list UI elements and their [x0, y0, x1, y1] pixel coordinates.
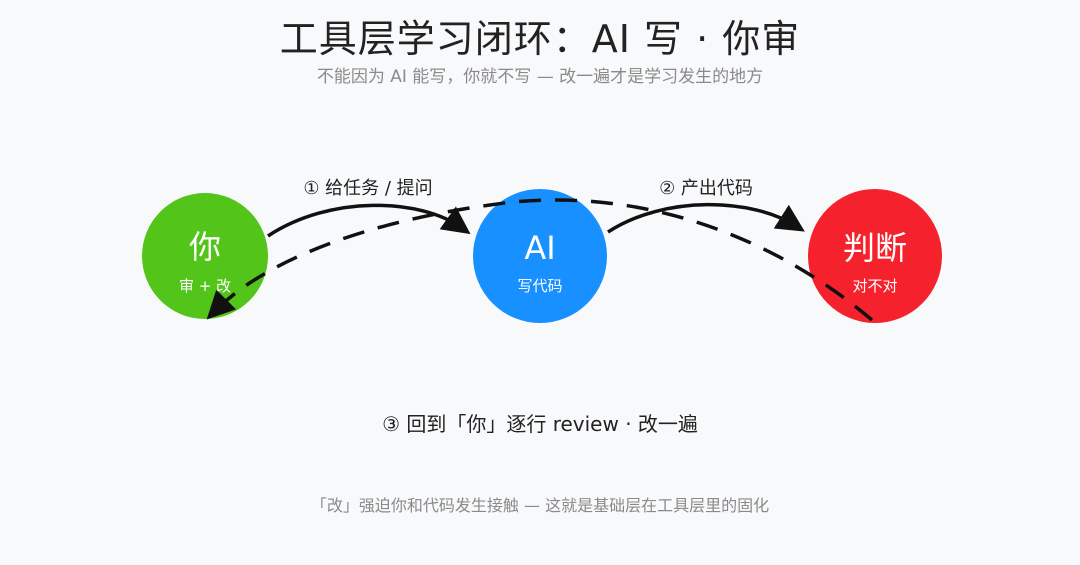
footer-note: 「改」强迫你和代码发生接触 — 这就是基础层在工具层里的固化 [310, 496, 770, 515]
node-ai-title: AI [524, 229, 555, 267]
node-ai-circle [473, 189, 607, 323]
node-ai-subtitle: 写代码 [517, 277, 562, 295]
page-title: 工具层学习闭环：AI 写 · 你审 [279, 17, 801, 61]
page-subtitle: 不能因为 AI 能写，你就不写 — 改一遍才是学习发生的地方 [316, 67, 764, 87]
step2-label: ② 产出代码 [659, 178, 753, 199]
node-you-title: 你 [189, 228, 221, 266]
node-judge-subtitle: 对不对 [852, 277, 897, 295]
step1-label: ① 给任务 / 提问 [303, 178, 432, 199]
node-you: 你 审 + 改 [142, 193, 268, 319]
node-judge-circle [808, 189, 942, 323]
node-ai: AI 写代码 [473, 189, 607, 323]
node-you-circle [142, 193, 268, 319]
arrow-ai-to-judge [607, 202, 805, 234]
step3-label: ③ 回到「你」逐行 review · 改一遍 [382, 412, 698, 436]
arrow-return-to-you [206, 198, 874, 322]
node-you-subtitle: 审 + 改 [179, 277, 231, 295]
node-judge-title: 判断 [843, 229, 907, 267]
node-judge: 判断 对不对 [808, 189, 942, 323]
arrow-you-to-ai [267, 203, 471, 238]
